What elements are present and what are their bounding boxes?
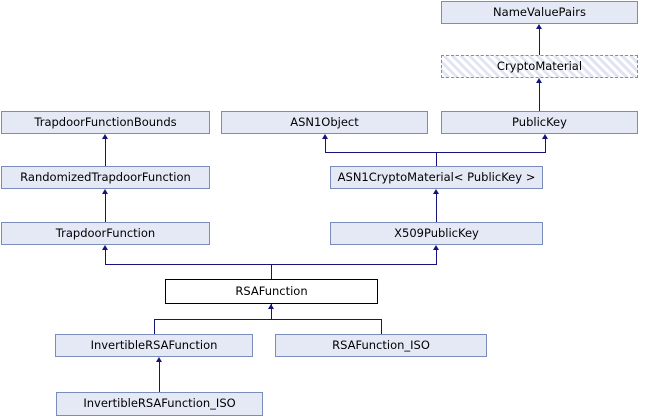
- arrowhead-invertiblersafunction: [156, 357, 162, 362]
- class-node-label: NameValuePairs: [493, 4, 586, 19]
- arrowhead-rsafunction: [268, 304, 274, 309]
- class-node-label: RandomizedTrapdoorFunction: [20, 169, 191, 184]
- class-node-rsafunction-iso[interactable]: RSAFunction_ISO: [275, 334, 487, 357]
- arrowhead-asn1cryptomaterial: [433, 189, 439, 194]
- edge-trapdoorfunction-randomizedtrapdoorfunction: [105, 194, 106, 222]
- arrowhead-asn1object: [322, 134, 328, 139]
- class-node-randomizedtrapdoorfunction[interactable]: RandomizedTrapdoorFunction: [1, 166, 210, 189]
- edge-rsafunction-x509publickey: [436, 250, 437, 265]
- edge-rsafunction-descendant-bar: [154, 319, 382, 320]
- class-node-label: InvertibleRSAFunction: [90, 337, 218, 352]
- edge-asn1cryptomaterial-publickey: [545, 139, 546, 153]
- arrowhead-trapdoorfunction: [102, 245, 108, 250]
- arrowhead-namevaluepairs: [536, 24, 542, 29]
- arrowhead-randomizedtrapdoorfunction: [102, 189, 108, 194]
- arrowhead-publickey: [542, 134, 548, 139]
- class-node-invertiblersafunction[interactable]: InvertibleRSAFunction: [55, 334, 253, 357]
- edge-asn1cryptomaterial-riser: [436, 152, 437, 166]
- class-node-trapdoorfunction[interactable]: TrapdoorFunction: [1, 222, 210, 245]
- class-node-label: TrapdoorFunctionBounds: [34, 114, 177, 129]
- class-node-label: X509PublicKey: [394, 225, 479, 240]
- class-node-trapdoorfunctionbounds[interactable]: TrapdoorFunctionBounds: [1, 111, 210, 134]
- edge-x509publickey-asn1cryptomaterial: [436, 194, 437, 222]
- edge-randomizedtrapdoorfunction-trapdoorfunctionbounds: [105, 139, 106, 166]
- arrowhead-x509publickey: [433, 245, 439, 250]
- edge-publickey-cryptomaterial: [539, 83, 540, 111]
- class-node-rsafunction[interactable]: RSAFunction: [165, 279, 378, 304]
- edge-rsafunction-descendant-riser: [271, 304, 272, 319]
- edge-rsafunction_iso-rsafunction: [381, 319, 382, 334]
- class-node-label: ASN1CryptoMaterial< PublicKey >: [337, 169, 536, 184]
- class-node-asn1object[interactable]: ASN1Object: [221, 111, 428, 134]
- class-node-label: TrapdoorFunction: [55, 225, 156, 240]
- edge-asn1cryptomaterial-bar: [325, 152, 546, 153]
- class-node-label: CryptoMaterial: [496, 58, 583, 73]
- edge-invertiblersafunction-rsafunction: [154, 319, 155, 334]
- class-node-label: InvertibleRSAFunction_ISO: [83, 396, 236, 411]
- class-node-invertiblersafunction-iso[interactable]: InvertibleRSAFunction_ISO: [56, 392, 263, 416]
- edge-rsafunction-riser: [271, 264, 272, 279]
- class-node-label: RSAFunction: [235, 283, 308, 298]
- class-node-asn1cryptomaterial[interactable]: ASN1CryptoMaterial< PublicKey >: [330, 166, 543, 189]
- class-node-cryptomaterial[interactable]: CryptoMaterial: [441, 55, 638, 78]
- class-node-x509publickey[interactable]: X509PublicKey: [330, 222, 543, 245]
- edge-cryptomaterial-namevaluepairs: [539, 29, 540, 55]
- class-node-publickey[interactable]: PublicKey: [441, 111, 638, 134]
- class-node-label: PublicKey: [512, 114, 567, 129]
- class-node-label: RSAFunction_ISO: [332, 337, 430, 352]
- edge-rsafunction-bar: [105, 264, 437, 265]
- class-node-label: ASN1Object: [290, 114, 359, 129]
- class-node-namevaluepairs[interactable]: NameValuePairs: [441, 1, 638, 24]
- arrowhead-cryptomaterial: [536, 78, 542, 83]
- edge-invertiblersafunction_iso-invertiblersafunction: [159, 362, 160, 392]
- edge-rsafunction-trapdoorfunction: [105, 250, 106, 265]
- arrowhead-trapdoorfunctionbounds: [102, 134, 108, 139]
- edge-asn1cryptomaterial-asn1object: [325, 139, 326, 153]
